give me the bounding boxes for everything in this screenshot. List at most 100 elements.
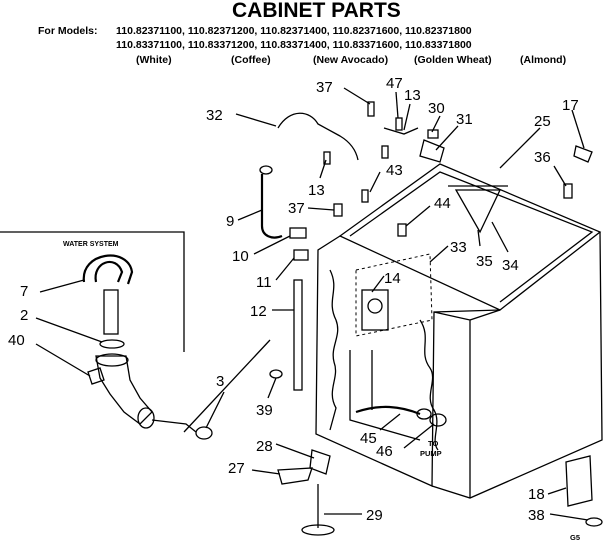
cabinet-corner xyxy=(469,309,501,321)
pump-hose-clamp xyxy=(416,408,432,420)
color-golden-wheat: (Golden Wheat) xyxy=(414,54,492,66)
callout-35: 35 xyxy=(476,253,493,270)
callout-31: 31 xyxy=(456,111,473,128)
pump-hose xyxy=(355,405,421,416)
inset-title: WATER SYSTEM xyxy=(63,241,119,248)
callout-7: 7 xyxy=(20,283,28,300)
inlet-valve-top xyxy=(95,353,129,367)
screw-13 xyxy=(323,151,331,165)
callout-3: 3 xyxy=(216,373,224,390)
water-system-inset: WATER SYSTEM xyxy=(0,231,213,440)
callout-38: 38 xyxy=(528,507,545,524)
callout-43: 43 xyxy=(386,162,403,179)
pump-hose-fitting xyxy=(429,413,447,427)
callout-30: 30 xyxy=(428,100,445,117)
callout-46: 46 xyxy=(376,443,393,460)
inlet-valve-outlet xyxy=(137,407,155,429)
screw-43 xyxy=(361,189,369,203)
leader-13 xyxy=(319,159,327,179)
callout-9: 9 xyxy=(226,213,234,230)
fill-hose-assembly xyxy=(260,174,283,239)
callout-36: 36 xyxy=(534,149,551,166)
valve-outlet-hose xyxy=(151,419,197,433)
cabinet-right-side xyxy=(431,231,603,499)
callout-37-top: 37 xyxy=(316,79,333,96)
cutaway-edge-right xyxy=(419,319,439,451)
leader-28 xyxy=(275,443,315,459)
leader-37 xyxy=(307,207,335,211)
color-almond: (Almond) xyxy=(520,54,566,66)
leader-44 xyxy=(405,205,431,227)
models-row-2: 110.83371100, 110.83371200, 110.83371400… xyxy=(116,39,472,51)
leader-45 xyxy=(379,413,401,431)
callout-44: 44 xyxy=(434,195,451,212)
drain-hose-upper xyxy=(277,112,359,161)
panel-18 xyxy=(565,455,593,507)
leader-27 xyxy=(251,469,281,475)
leader-34 xyxy=(491,221,509,253)
color-coffee: (Coffee) xyxy=(231,54,271,66)
gooseneck-hose xyxy=(94,261,124,283)
inner-panel xyxy=(355,253,433,337)
callout-2: 2 xyxy=(20,307,28,324)
leveling-bracket-28 xyxy=(309,449,331,475)
leader-11 xyxy=(275,257,295,281)
outlet-washer xyxy=(195,426,213,440)
callout-37: 37 xyxy=(288,200,305,217)
callout-39: 39 xyxy=(256,402,273,419)
inlet-valve-bracket xyxy=(87,367,105,385)
grommet-10 xyxy=(289,227,307,239)
leader-37-top xyxy=(343,87,371,105)
leader-40 xyxy=(35,343,91,377)
leader-3-extension xyxy=(183,339,271,433)
cabinet-front-edge xyxy=(433,311,471,498)
screw-13-top xyxy=(381,145,389,159)
leader-47 xyxy=(395,91,399,119)
leader-38 xyxy=(549,513,589,521)
leader-31 xyxy=(435,125,459,151)
cabinet xyxy=(259,112,603,499)
leader-46 xyxy=(403,423,435,449)
leader-13-top xyxy=(403,103,411,131)
leader-3 xyxy=(205,391,225,429)
cabinet-left-side xyxy=(315,235,501,487)
cutaway-edge-left xyxy=(329,269,339,431)
diagram-title: CABINET PARTS xyxy=(232,0,401,22)
leader-30 xyxy=(431,115,441,133)
leader-18 xyxy=(547,487,567,495)
models-label: For Models: xyxy=(38,25,98,37)
callout-47: 47 xyxy=(386,75,403,92)
callout-40: 40 xyxy=(8,332,25,349)
hose-clamp xyxy=(99,339,125,349)
leader-9 xyxy=(237,209,263,221)
leader-25 xyxy=(499,127,541,169)
top-wire xyxy=(383,127,419,135)
cabinet-top-inner xyxy=(349,171,594,303)
screw-39 xyxy=(269,369,283,379)
diagram-code: G5 xyxy=(570,533,580,542)
leader-36 xyxy=(553,165,567,187)
fill-hose-top xyxy=(259,165,273,175)
models-row-1: 110.82371100, 110.82371200, 110.82371400… xyxy=(116,25,472,37)
callout-14: 14 xyxy=(384,270,401,287)
callout-12: 12 xyxy=(250,303,267,320)
leader-7 xyxy=(39,279,85,293)
callout-11: 11 xyxy=(256,274,272,291)
callouts: 32 37 47 13 30 31 17 25 36 43 13 37 44 9… xyxy=(8,75,580,542)
callout-10: 10 xyxy=(232,248,249,265)
callout-29: 29 xyxy=(366,507,383,524)
callout-34: 34 xyxy=(502,257,519,274)
leveling-foot-27 xyxy=(277,467,313,485)
leader-2 xyxy=(35,317,103,343)
annotation-pump: PUMP xyxy=(420,449,442,458)
callout-13: 13 xyxy=(308,182,325,199)
clip-37 xyxy=(333,203,343,217)
callout-28: 28 xyxy=(256,438,273,455)
top-bracket xyxy=(419,139,445,163)
callout-33: 33 xyxy=(450,239,467,256)
leader-43 xyxy=(369,171,381,193)
gooseneck-hose-outer xyxy=(82,254,134,285)
callout-17: 17 xyxy=(562,97,579,114)
leader-lines xyxy=(35,87,589,521)
